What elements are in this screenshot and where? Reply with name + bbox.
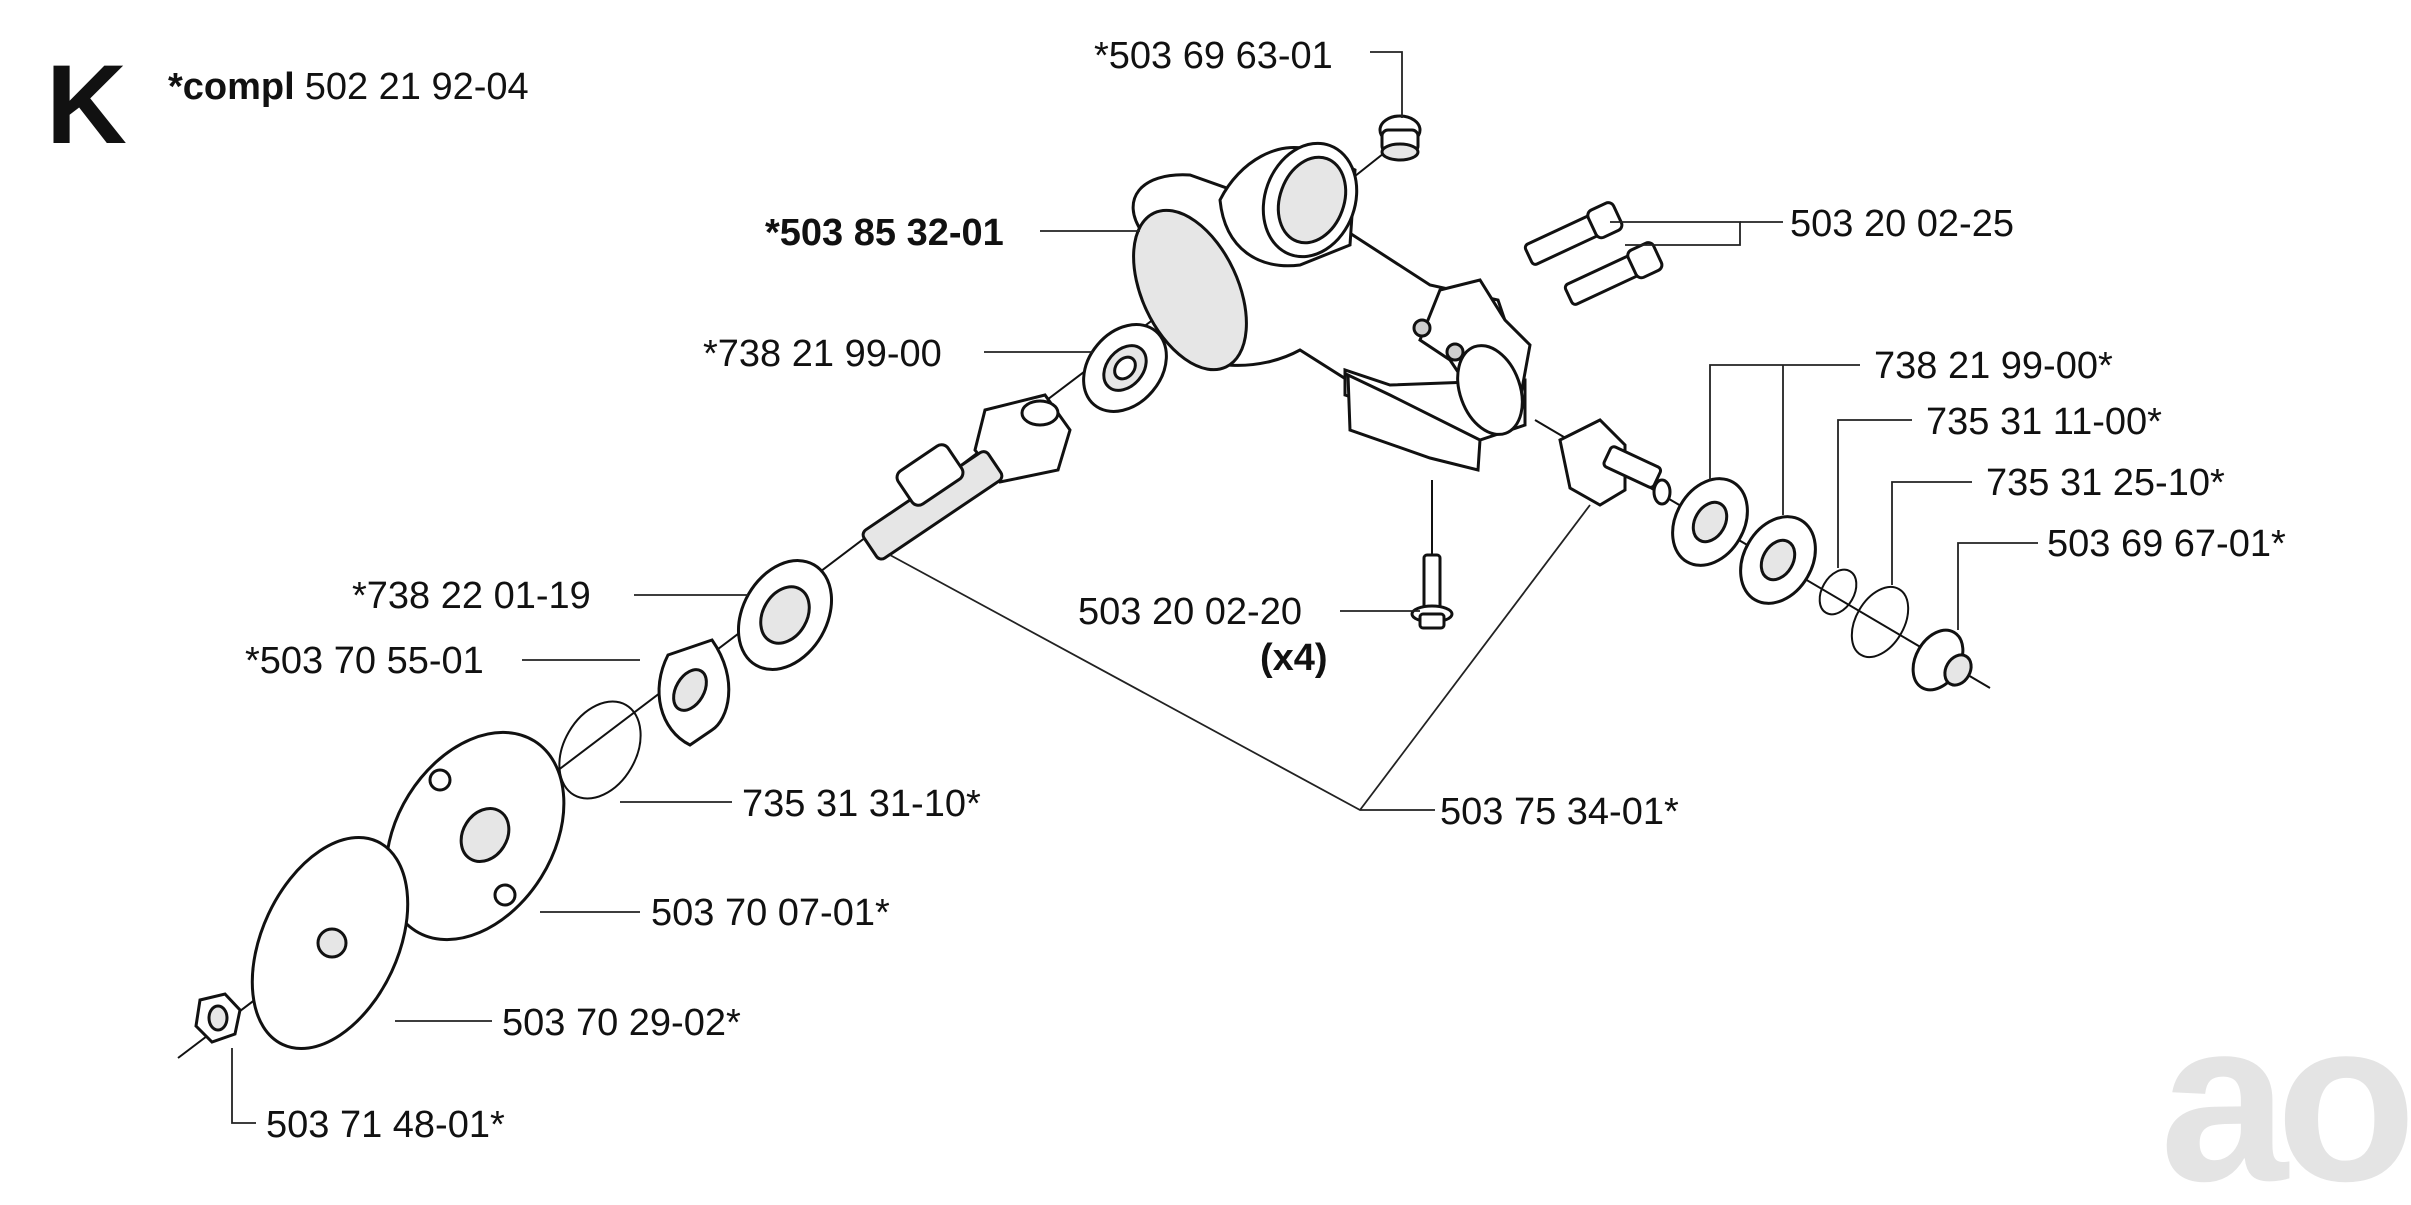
label-guard-disc: 503 70 29-02*	[502, 1002, 741, 1044]
circlip-right-2	[1850, 585, 1910, 659]
leader-nut	[231, 1048, 256, 1124]
label-screws-top: 503 20 02-25	[1790, 203, 2014, 245]
label-circlip-right-2: 735 31 25-10*	[1986, 462, 2225, 504]
label-circlip-left: 735 31 31-10*	[742, 783, 981, 825]
label-seal-left: *738 22 01-19	[352, 575, 591, 617]
label-gear-set: 503 75 34-01*	[1440, 791, 1679, 833]
leader-cap-right	[1957, 542, 2038, 630]
section-letter: K	[46, 42, 127, 167]
plug-top	[1378, 114, 1422, 162]
label-housing: *503 85 32-01	[765, 212, 1004, 254]
leader-circlip-right-2	[1891, 481, 1972, 585]
label-screw-bottom-qty: (x4)	[1260, 637, 1328, 679]
cap-right	[1911, 628, 1973, 692]
bearing-right-2	[1739, 515, 1817, 605]
guard-disc	[250, 836, 410, 1050]
top-screws	[1523, 201, 1664, 306]
label-bearing-left: *738 21 99-00	[703, 333, 942, 375]
label-screw-bottom: 503 20 02-20	[1078, 591, 1302, 633]
leader-bearing-right	[1709, 364, 1860, 480]
watermark-logo: ao	[2160, 972, 2408, 1200]
washer-left	[657, 638, 731, 747]
label-support-cup: 503 70 07-01*	[651, 892, 890, 934]
support-cup	[384, 730, 566, 942]
leader-gear-set-2	[1359, 504, 1591, 811]
seal-left	[736, 559, 834, 671]
label-nut: 503 71 48-01*	[266, 1104, 505, 1146]
assembly-prefix: *compl	[168, 66, 295, 108]
assembly-number: 502 21 92-04	[305, 66, 529, 108]
bevel-gear	[1558, 418, 1672, 507]
label-washer-left: *503 70 55-01	[245, 640, 484, 682]
nut	[194, 992, 242, 1044]
circlip-right-1	[1818, 568, 1858, 616]
label-plug-top: *503 69 63-01	[1094, 35, 1333, 77]
label-circlip-right-1: 735 31 11-00*	[1926, 401, 2162, 443]
bottom-screw	[1410, 553, 1454, 630]
bearing-left	[1082, 323, 1168, 413]
circlip-left	[558, 700, 642, 800]
pinion-shaft	[861, 393, 1072, 561]
leader-circlip-right-1	[1837, 419, 1912, 568]
label-cap-right: 503 69 67-01*	[2047, 523, 2286, 565]
label-bearing-right: 738 21 99-00*	[1874, 345, 2113, 387]
leader-screws-top	[1610, 221, 1741, 246]
leader-plug-top	[1370, 51, 1403, 118]
bearing-right-1	[1671, 477, 1749, 567]
gear-housing	[1131, 141, 1532, 472]
